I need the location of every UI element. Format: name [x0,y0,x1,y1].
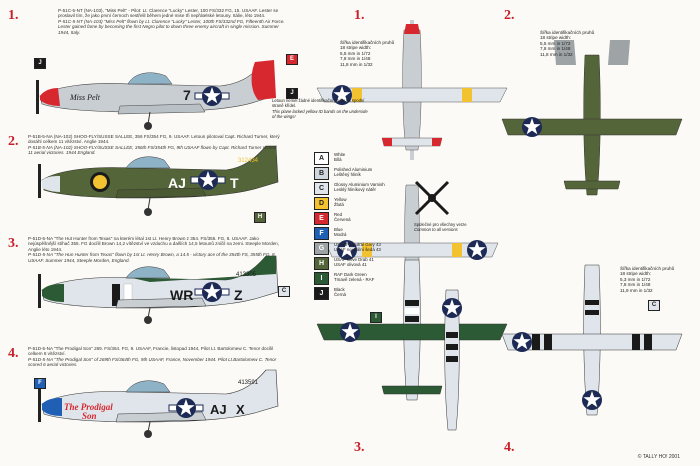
profile-2-caption-en: P-51B-5-NA (NA-102) SHOO-FLY/SUSSE SALLE… [28,144,277,156]
svg-text:Son: Son [82,411,97,421]
plan-view-2-upper [501,54,683,196]
legend-swatch: H [314,257,329,270]
svg-text:312434: 312434 [238,158,259,164]
profile-4-caption-en: P-51D-5-NA "The Prodigal Son" of 269th F… [28,356,277,368]
profile-2-side-view: AJ T 312434 [38,145,279,216]
legend-swatch: I [314,272,329,285]
callout-H: H [254,212,266,223]
plan-view-3-lower [442,289,462,431]
svg-text:WR: WR [170,287,193,303]
profile-4-number: 4. [8,346,19,361]
legend-swatch: C [314,182,329,195]
prop-note: Společné pro všechny verze Common to all… [414,222,467,233]
legend-swatch: B [314,167,329,180]
profile-3-caption-cz: P-51D-5-NA "The Hut Hunter from Texas" n… [28,236,280,252]
legend-swatch: E [314,212,329,225]
stripe-note-1: Šířka identifikačních pruhů 18 stripe wi… [340,40,395,67]
profile-1-code: 7 [183,87,191,103]
svg-text:The Prodigal: The Prodigal [64,402,113,412]
plan-3-number: 3. [354,440,365,455]
profile-3-number: 3. [8,236,19,251]
profile-2-number: 2. [8,134,19,149]
stripe-note-3: Šířka identifikačních pruhů 18 stripe wi… [620,266,675,293]
plan-view-2-lower [554,40,630,65]
callout-E: E [286,54,298,65]
legend-swatch: A [314,152,329,165]
profile-1-caption-en: P-51C-5-NT (NA-103) "Miss Pelt" flown by… [58,18,285,35]
plan-4-number: 4. [504,440,515,455]
profile-1-side-view: 7 Miss Pelt [36,60,276,130]
callout-C-2: C [648,300,660,311]
profile-1-number: 1. [8,8,19,23]
callout-J: J [34,58,46,69]
legend-swatch: D [314,197,329,210]
plan-2-number: 2. [504,8,515,23]
legend-swatch: F [314,227,329,240]
profile-2-caption-cz: P-51B-5-NA (NA-102) SHOO-FLY/SUSSE SALLE… [28,134,280,145]
plan-1-number: 1. [354,8,365,23]
profile-3-caption: P-51D-5-NA "The Hut Hunter from Texas" n… [28,236,280,263]
profile-1-caption: P-51C-5-NT (NA-103), "Miss Pelt" - Pilot… [58,8,290,35]
profile-2-caption: P-51B-5-NA (NA-102) SHOO-FLY/SUSSE SALLE… [28,134,280,156]
profile-3-caption-en: P-51D-5-NA "The Hun Hunter from Texas" f… [28,252,276,263]
svg-text:413591: 413591 [238,380,259,386]
stripe-note-2: Šířka identifikačních pruhů 18 stripe wi… [540,30,595,57]
callout-J-2: J [286,88,298,99]
copyright: © TALLY HO! 2001 [637,454,680,460]
callout-I: I [370,312,382,323]
propeller-detail [414,180,450,216]
callout-F: F [34,378,46,389]
plan-view-4 [501,264,683,416]
profile-4-caption-cz: P-51D-5-NA "The Prodigal Son" 269. FS/36… [28,346,274,357]
profile-3-side-view: WR Z 413305 [38,255,279,324]
profile-1-caption-cz: P-51C-5-NT (NA-103), "Miss Pelt" - Pilot… [58,8,279,19]
plan-view-1-upper [316,20,508,160]
svg-text:AJ: AJ [168,175,186,191]
svg-text:AJ: AJ [210,402,227,417]
profile-4-side-view: The Prodigal Son AJ X 413591 [38,369,279,438]
legend-swatch: J [314,287,329,300]
wing-note: Letoun neměl žádné identifikační pruhy n… [272,98,368,120]
svg-text:413305: 413305 [236,272,257,278]
svg-text:T: T [230,175,239,191]
svg-text:Z: Z [234,287,243,303]
profile-1-nose-art: Miss Pelt [69,93,101,102]
legend-swatch: G [314,242,329,255]
callout-C: C [278,286,290,297]
svg-text:X: X [236,402,245,417]
profile-4-caption: P-51D-5-NA "The Prodigal Son" 269. FS/36… [28,346,280,368]
